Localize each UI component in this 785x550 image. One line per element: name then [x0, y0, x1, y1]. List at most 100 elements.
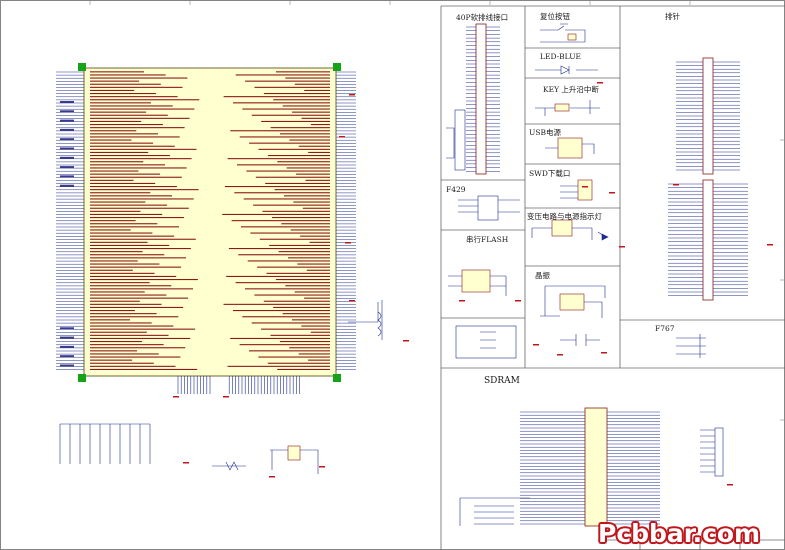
mcu-pin-text-left — [90, 77, 188, 79]
mcu-pin-text-right — [232, 310, 330, 312]
mcu-pin-text-right — [261, 328, 330, 330]
section-reset-button: 复位按钮 — [540, 12, 570, 21]
mcu-pin-text-left — [90, 362, 154, 364]
mcu-pin-text-right — [310, 331, 330, 333]
mcu-pin-text-right — [305, 179, 330, 181]
mcu-net-label — [60, 128, 74, 131]
mcu-pin-text-right — [266, 272, 330, 274]
mcu-pin-text-right — [254, 294, 330, 296]
mcu-pin-text-right — [309, 241, 330, 243]
mcu-pin-text-left — [90, 313, 157, 315]
ground-symbol — [619, 246, 625, 248]
mcu-pin-text-right — [235, 74, 330, 76]
mcu-pin-text-right — [222, 213, 330, 215]
mcu-pin-text-left — [90, 257, 186, 259]
mcu-pin-text-right — [281, 223, 330, 225]
mcu-pin-text-right — [304, 297, 330, 299]
mcu-pin-text-left — [90, 142, 154, 144]
mcu-pin-text-left — [90, 300, 140, 302]
mcu-pin-text-left — [90, 167, 187, 169]
mcu-pin-text-left — [90, 170, 139, 172]
mcu-pin-text-left — [90, 303, 162, 305]
mcu-pin-text-left — [90, 148, 197, 150]
mcu-pin-text-right — [286, 167, 330, 169]
mcu-pin-text-left — [90, 186, 177, 188]
mcu-pin-text-left — [90, 282, 150, 284]
section-f429: F429 — [446, 185, 466, 194]
mcu-pin-text-right — [310, 124, 330, 126]
mcu-pin-text-right — [237, 164, 330, 166]
mcu-net-label — [60, 336, 74, 339]
mcu-pin-text-left — [90, 164, 165, 166]
mcu-pin-text-right — [280, 133, 330, 135]
mcu-pin-text-left — [90, 365, 176, 367]
mcu-net-label — [60, 184, 74, 187]
mcu-pin-text-right — [289, 139, 330, 141]
mcu-pin-text-left — [90, 232, 153, 234]
mcu-pin-text-left — [90, 241, 148, 243]
mcu-pin-text-right — [300, 235, 330, 237]
mcu-pin-text-left — [90, 248, 191, 250]
mcu-pin-text-left — [90, 229, 131, 231]
mcu-pin-text-right — [230, 337, 330, 339]
mcu-pin-text-left — [90, 260, 138, 262]
ground-symbol — [319, 466, 325, 468]
mcu-pin-text-left — [90, 201, 146, 203]
mcu-pin-text-left — [90, 195, 172, 197]
mcu-pin-text-left — [90, 130, 137, 132]
mcu-pin-text-right — [294, 83, 330, 85]
mcu-net-label — [60, 364, 74, 367]
mcu-pin-text-right — [245, 80, 330, 82]
mcu-pin-text-left — [90, 127, 185, 129]
mcu-pin-text-left — [90, 275, 177, 277]
mcu-pin-text-left — [90, 334, 169, 336]
mcu-pin-text-left — [90, 316, 179, 318]
section-led-blue: LED-BLUE — [540, 52, 582, 61]
mcu-pin-text-right — [301, 117, 330, 119]
mcu-pin-text-left — [90, 151, 149, 153]
mcu-pin-text-right — [298, 145, 330, 147]
mcu-pin-text-left — [90, 254, 165, 256]
mcu-pin-text-left — [90, 331, 147, 333]
mcu-pin-text-left — [90, 80, 140, 82]
mcu-pin-text-right — [284, 195, 330, 197]
ground-symbol — [349, 94, 355, 96]
mcu-pin-text-left — [90, 117, 190, 119]
mcu-pin-text-right — [246, 170, 330, 172]
mcu-pin-text-right — [233, 102, 330, 104]
mcu-pin-text-right — [274, 189, 330, 191]
mcu-pin-text-left — [90, 96, 178, 98]
mcu-pin-text-right — [271, 217, 330, 219]
ground-symbol — [345, 242, 351, 244]
mcu-pin-text-right — [308, 151, 330, 153]
ground-symbol — [269, 476, 275, 478]
mcu-pad-br — [333, 374, 341, 382]
mcu-pin-text-left — [90, 272, 155, 274]
mcu-net-label — [60, 156, 74, 159]
mcu-net-label — [60, 119, 74, 122]
ground-symbol — [673, 184, 679, 186]
mcu-pin-text-right — [294, 291, 330, 293]
ground-symbol — [403, 340, 409, 342]
mcu-pin-text-left — [90, 120, 142, 122]
mcu-pin-text-left — [90, 269, 133, 271]
ground-symbol — [339, 136, 345, 138]
mcu-pin-text-left — [90, 176, 182, 178]
mcu-pin-text-right — [242, 316, 330, 318]
mcu-pin-text-left — [90, 213, 163, 215]
mcu-pin-text-left — [90, 71, 144, 73]
mcu-pin-text-left — [90, 341, 142, 343]
mcu-pin-text-left — [90, 325, 174, 327]
mcu-pin-text-left — [90, 359, 133, 361]
section-regulator-indicator: 变压电路与电源指示灯 — [527, 212, 602, 221]
section-key-interrupt: KEY 上升沿中断 — [543, 85, 599, 94]
section-usb-power: USB电源 — [529, 128, 561, 137]
mcu-pin-text-right — [277, 368, 330, 370]
mcu-pin-text-left — [90, 86, 183, 88]
mcu-pin-text-left — [90, 198, 194, 200]
ground-symbol — [515, 300, 521, 302]
mcu-pin-text-left — [90, 344, 164, 346]
header-40p — [446, 23, 500, 175]
mcu-pin-text-left — [90, 93, 156, 95]
mcu-pin-text-left — [90, 251, 143, 253]
